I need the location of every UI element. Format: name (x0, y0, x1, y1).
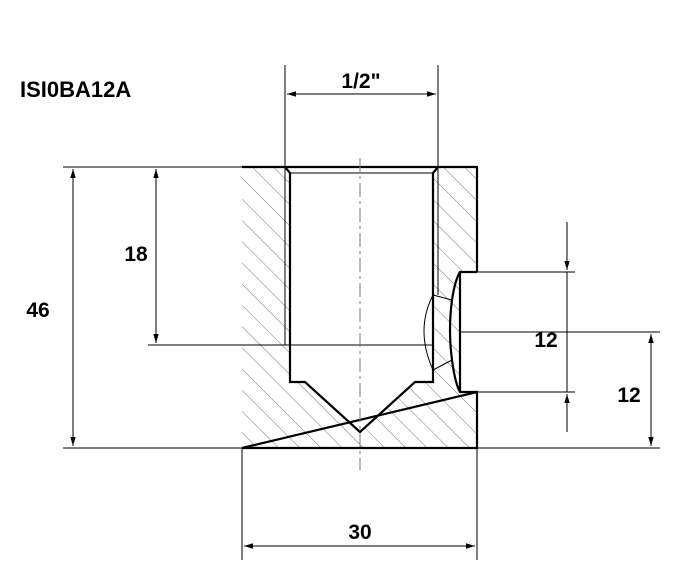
body-section (241, 158, 479, 470)
drill-tip (289, 345, 416, 433)
dim-width: 30 (241, 448, 478, 560)
thread-depth-label: 18 (124, 243, 148, 266)
port-cone (423, 294, 453, 371)
dim-total-height: 46 (26, 166, 242, 449)
dim-thread-depth: 18 (124, 169, 290, 346)
total-height-label: 46 (26, 299, 49, 322)
thread-size-label: 1/2" (341, 70, 380, 93)
thread-lines (284, 167, 439, 346)
port-height-label: 12 (617, 384, 640, 407)
port-diameter-label: 12 (534, 329, 557, 352)
dim-port-height: 12 (460, 331, 660, 449)
dim-port-diameter: 12 (477, 222, 575, 432)
part-code: ISI0BA12A (20, 77, 131, 102)
dim-thread: 1/2" (284, 65, 439, 167)
width-label: 30 (348, 521, 371, 544)
